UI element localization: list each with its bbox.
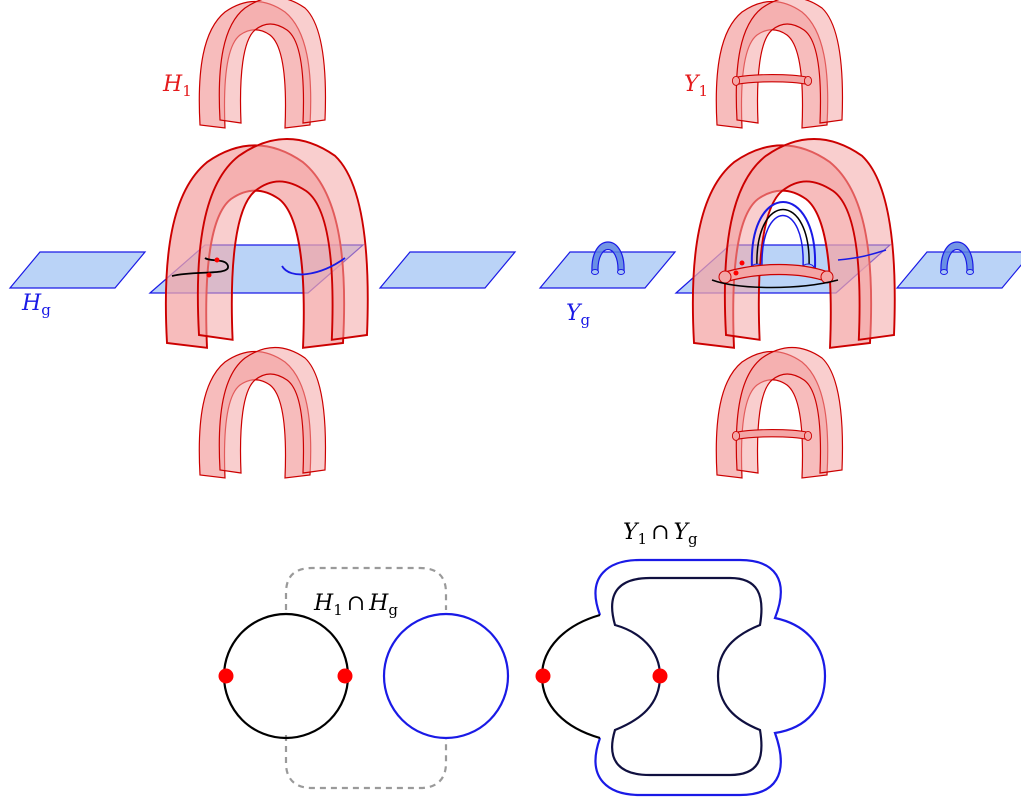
label-h-int-op: ∩ [346, 591, 366, 616]
label-hg-base: H [22, 291, 42, 316]
label-y-int-op: ∩ [651, 520, 670, 545]
h-black-circle [222, 612, 350, 740]
y-center-red-tube [711, 249, 887, 289]
label-y-int-b-sub: g [688, 530, 698, 548]
y-outer-blue-loop [594, 558, 827, 797]
label-h-int-a: H [314, 591, 334, 616]
h1-top-handle [198, 0, 327, 129]
hg-left-plane [9, 251, 146, 289]
h-dashed-top-arc [284, 566, 448, 610]
label-yg: Yg [566, 303, 590, 328]
label-y-int-b: Y [673, 520, 689, 545]
y-red-point-right [652, 668, 668, 684]
label-y-int-a-sub: 1 [637, 530, 648, 548]
y-bottom-handle [715, 346, 844, 479]
label-y1: Y1 [684, 74, 708, 99]
label-h-int-a-sub: 1 [333, 601, 343, 619]
label-y1-base: Y [684, 72, 699, 97]
label-h1-sub: 1 [182, 82, 192, 100]
label-hg-sub: g [41, 301, 51, 319]
label-y-intersection: Y1∩Yg [623, 522, 698, 547]
label-h1-base: H [163, 72, 183, 97]
h-intersection-diagram [218, 566, 510, 790]
label-yg-base: Y [566, 301, 581, 326]
yg-left-plane [539, 241, 676, 289]
y-center-handle [691, 138, 896, 349]
h-dashed-bottom-arc [284, 735, 448, 790]
label-y1-sub: 1 [698, 82, 709, 100]
label-h-int-b-sub: g [388, 601, 398, 619]
yg-right-plane [896, 241, 1021, 289]
y-inner-navy-loop [611, 576, 763, 777]
label-h-intersection: H1∩Hg [314, 593, 398, 618]
h-red-dot-lower [206, 272, 212, 278]
h-center-handle [164, 138, 369, 349]
y-red-dot-lower [733, 270, 739, 276]
label-h1: H1 [163, 74, 192, 99]
label-y-int-a: Y [623, 520, 638, 545]
label-h-int-b: H [369, 591, 389, 616]
h-red-point-left [218, 668, 234, 684]
label-hg: Hg [22, 293, 51, 318]
y-red-point-left [535, 668, 551, 684]
h-blue-curve [281, 257, 346, 276]
h-red-point-right [337, 668, 353, 684]
h-bottom-handle [198, 346, 327, 479]
y-red-dot-upper [739, 260, 745, 266]
y-outer-black-loop [540, 613, 601, 740]
label-yg-sub: g [580, 311, 591, 329]
y-intersection-diagram [535, 558, 827, 797]
y1-top-handle [715, 0, 844, 129]
h-black-curve [171, 257, 229, 277]
h-red-dot-upper [214, 257, 220, 263]
h-blue-circle [382, 612, 510, 740]
hg-right-plane [379, 251, 516, 289]
